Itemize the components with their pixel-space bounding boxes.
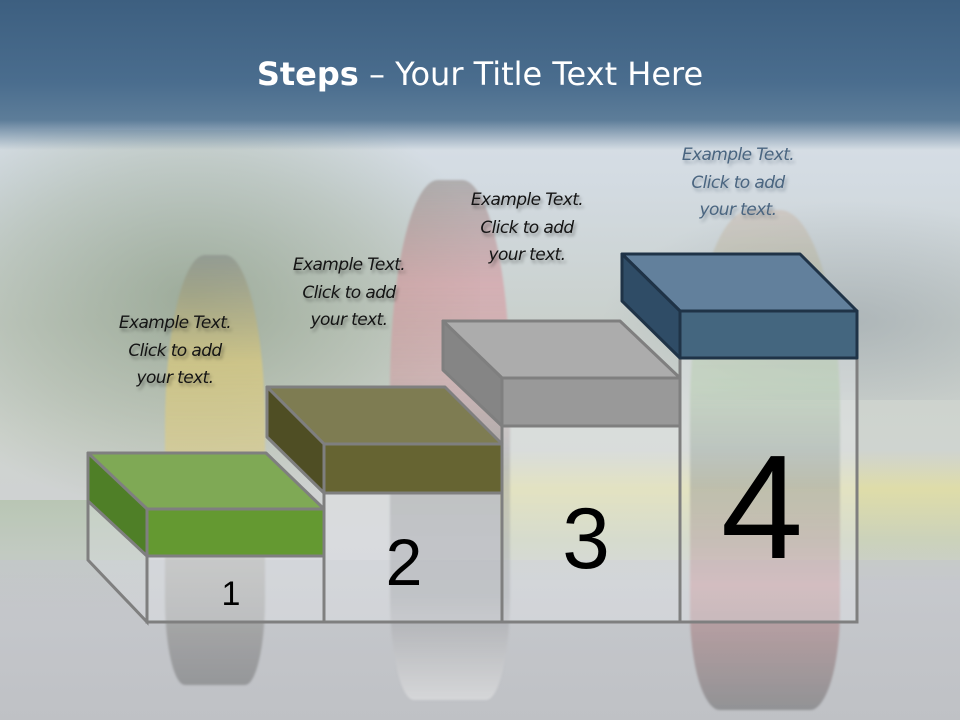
step-1-label-line3: your text. [136, 368, 214, 388]
step-4-label-line3: your text. [699, 200, 777, 220]
step-3-number: 3 [562, 491, 610, 587]
step-1-number: 1 [222, 575, 241, 613]
step-4-label-line1: Example Text. [681, 145, 795, 165]
background-field [500, 450, 960, 580]
step-1-front [145, 507, 326, 558]
step-4-label-line2: Click to add [691, 172, 785, 193]
title-text: – Your Title Text Here [358, 55, 704, 93]
step-1-label[interactable]: Example Text. Click to add your text. [95, 310, 255, 393]
step-4-front [678, 309, 859, 360]
step-1-label-line2: Click to add [128, 340, 222, 361]
step-1-label-line1: Example Text. [118, 313, 232, 333]
step-2-label-line2: Click to add [302, 282, 396, 303]
step-2-block[interactable] [265, 385, 504, 495]
step-4-number: 4 [721, 425, 803, 590]
title-bar [0, 0, 960, 150]
title-bold-text: Steps [256, 55, 359, 93]
step-2-label-line1: Example Text. [292, 255, 406, 275]
step-3-label-line1: Example Text. [470, 190, 584, 210]
step-2-label[interactable]: Example Text. Click to add your text. [269, 252, 429, 335]
step-2-number: 2 [386, 525, 423, 599]
slide-title[interactable]: Steps – Your Title Text Here [0, 54, 960, 94]
step-4-block[interactable] [620, 252, 859, 360]
step-2-front [322, 442, 504, 495]
step-2-label-line3: your text. [310, 310, 388, 330]
step-3-label-line2: Click to add [480, 217, 574, 238]
step-1-block[interactable] [86, 451, 326, 558]
step-3-front [500, 376, 682, 428]
step-3-label[interactable]: Example Text. Click to add your text. [447, 187, 607, 270]
step-3-block[interactable] [441, 319, 682, 428]
step-4-label[interactable]: Example Text. Click to add your text. [658, 142, 818, 225]
step-3-label-line3: your text. [488, 245, 566, 265]
